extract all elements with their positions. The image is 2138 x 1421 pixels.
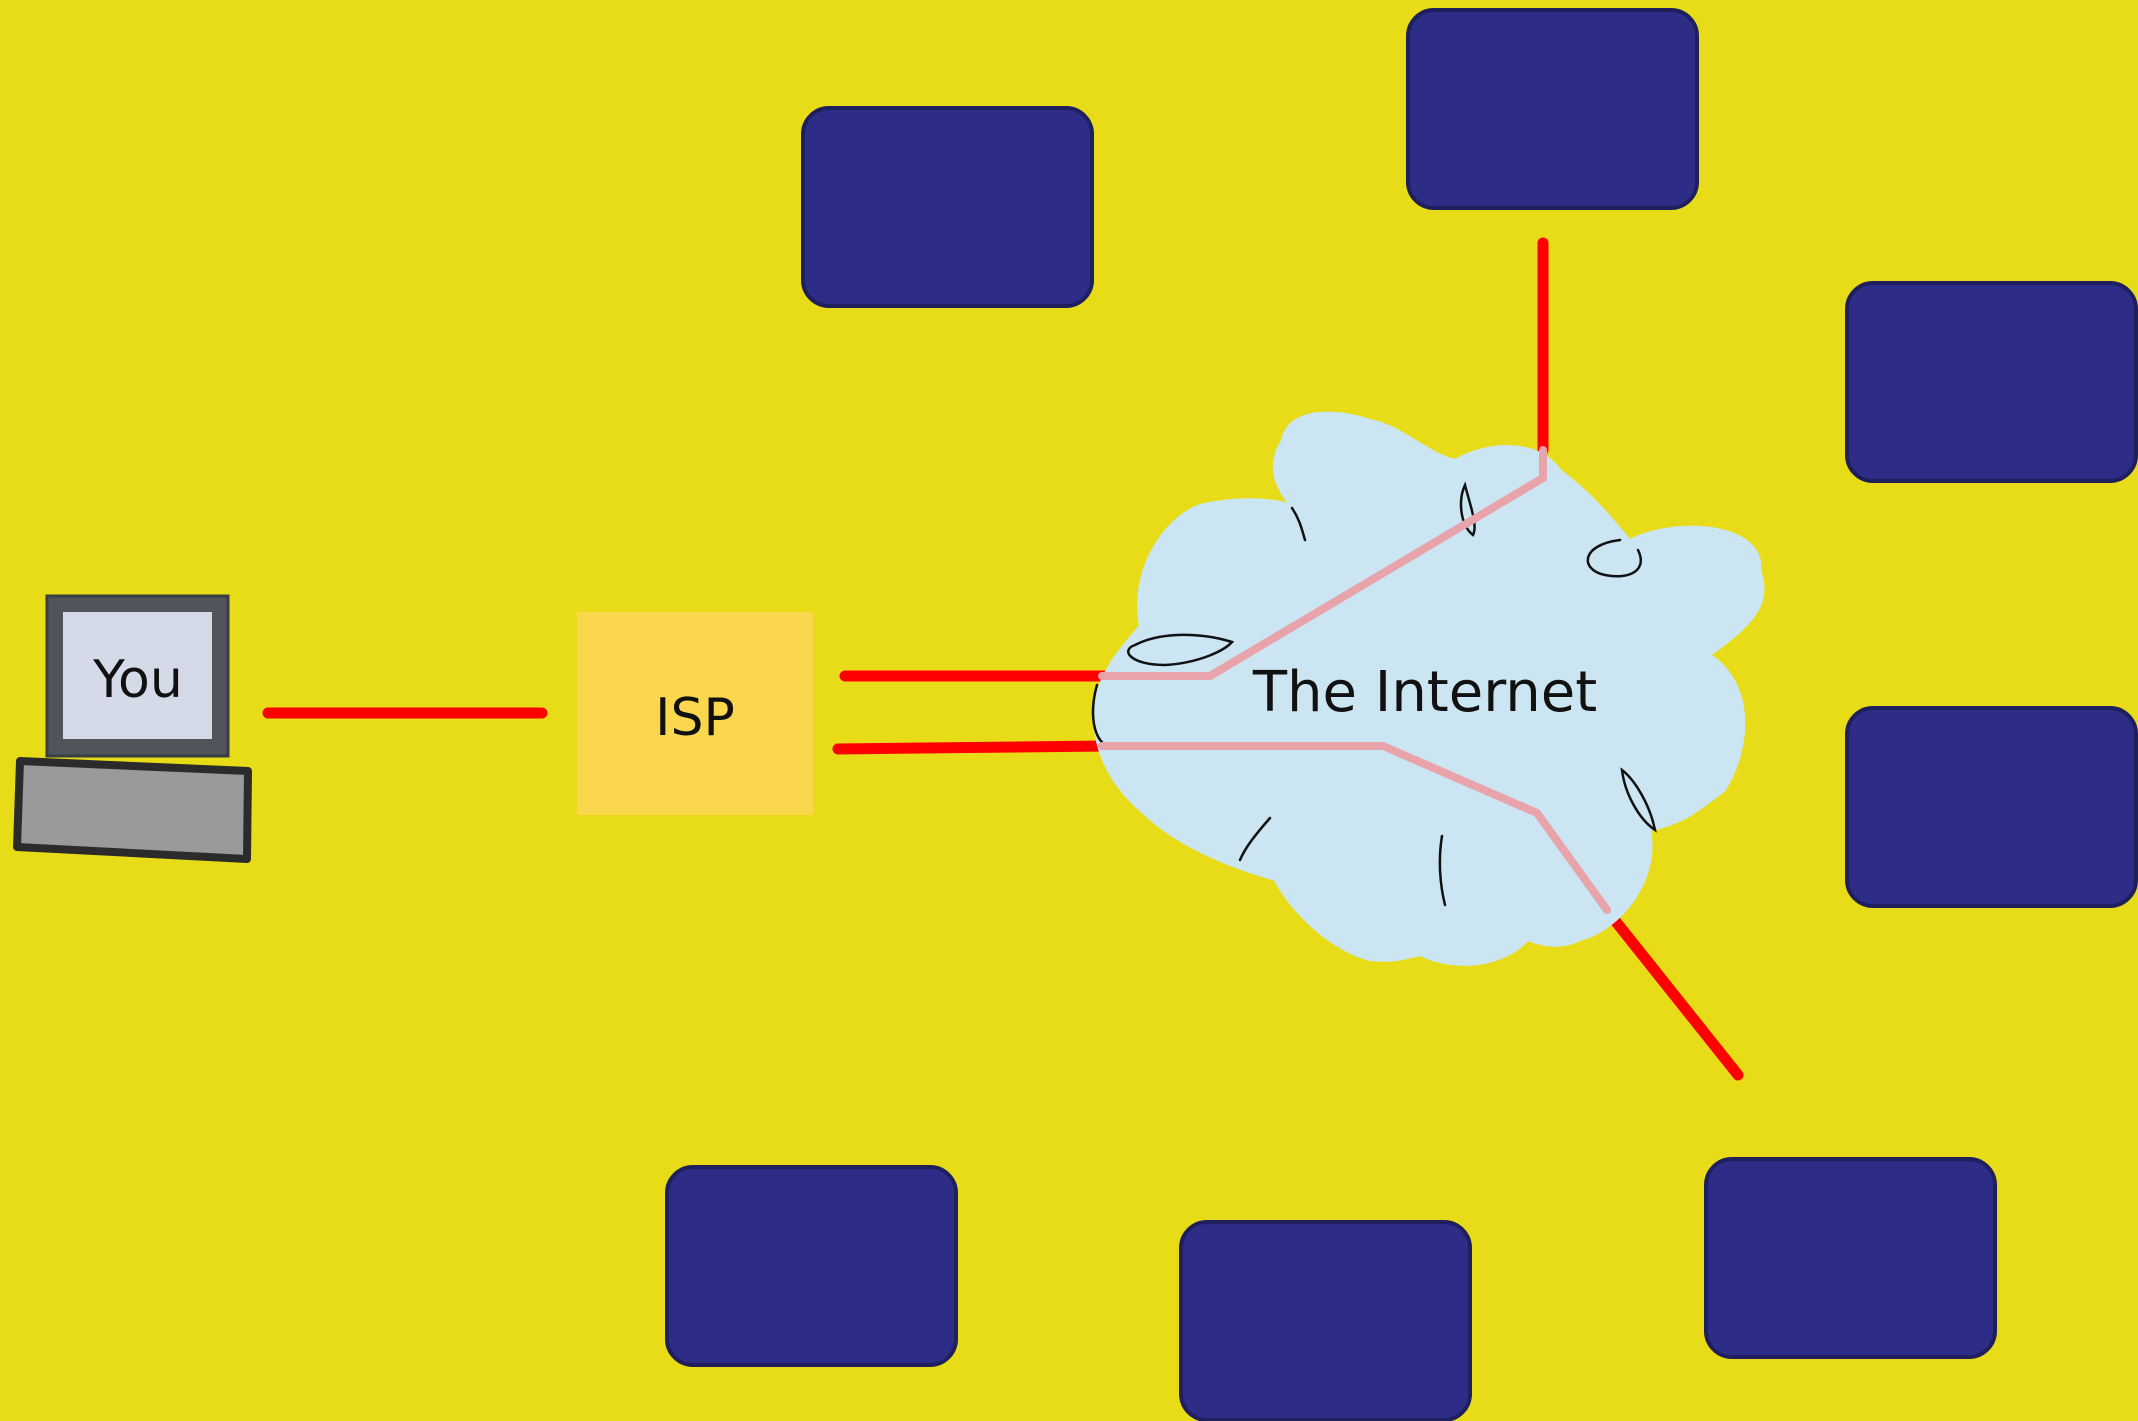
cloud-mark-1: [1290, 506, 1307, 542]
isp-node: ISP: [577, 612, 813, 815]
cloud-mark-2: [1459, 481, 1476, 537]
cloud-mark-7: [1238, 816, 1272, 862]
cloud-mark-8: [1438, 834, 1447, 907]
isp-box: [577, 612, 813, 815]
cloud-mark-4: [1127, 633, 1235, 667]
route-lower: [1098, 742, 1611, 914]
isp-label: ISP: [655, 688, 735, 748]
cloud-mark-3: [1586, 538, 1642, 578]
you-label: You: [92, 650, 183, 710]
server-top-center: [1406, 8, 1699, 210]
keyboard: [13, 757, 252, 863]
server-right-upper: [1845, 281, 2138, 483]
cloud-icon: The Internet: [1091, 411, 1765, 966]
link-to-bottom-right: [1599, 902, 1744, 1081]
link-isp-lower: [832, 740, 1111, 755]
cloud-routes: [1098, 446, 1611, 914]
server-bottom-right: [1704, 1157, 1997, 1359]
internet-label: The Internet: [1252, 660, 1597, 725]
server-bottom-left: [665, 1165, 958, 1367]
cloud-mark-6: [1620, 767, 1657, 833]
monitor-screen: [63, 612, 212, 739]
route-upper: [1098, 446, 1547, 680]
server-right-middle: [1845, 706, 2138, 908]
links: [262, 237, 1744, 1081]
cloud-sketch-marks: [1091, 481, 1657, 907]
cloud-mark-5: [1091, 683, 1107, 747]
computer-icon: You: [13, 594, 252, 863]
server-top-left: [801, 106, 1094, 308]
servers: [665, 8, 2138, 1421]
server-bottom-center: [1179, 1220, 1472, 1421]
